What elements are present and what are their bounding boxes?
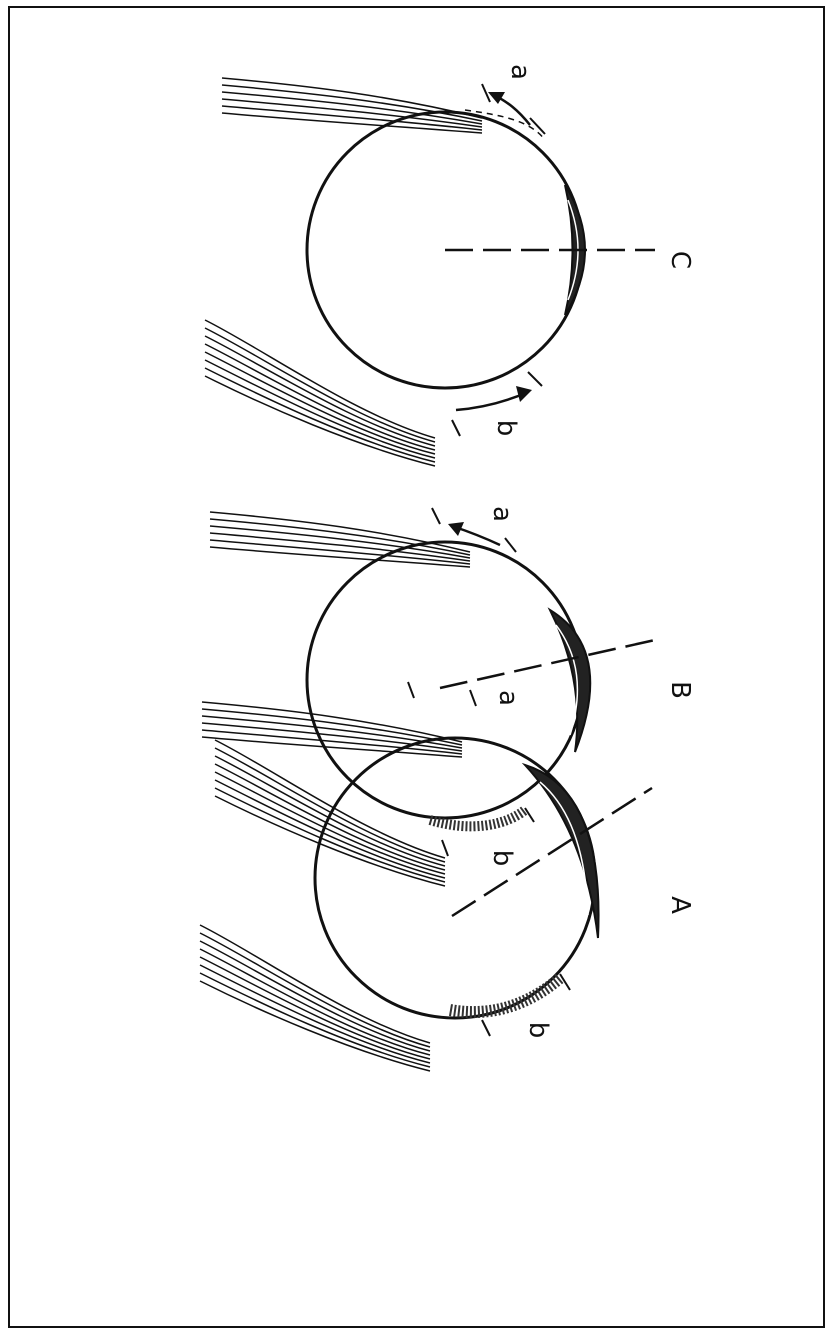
figure-frame [8,6,825,1328]
